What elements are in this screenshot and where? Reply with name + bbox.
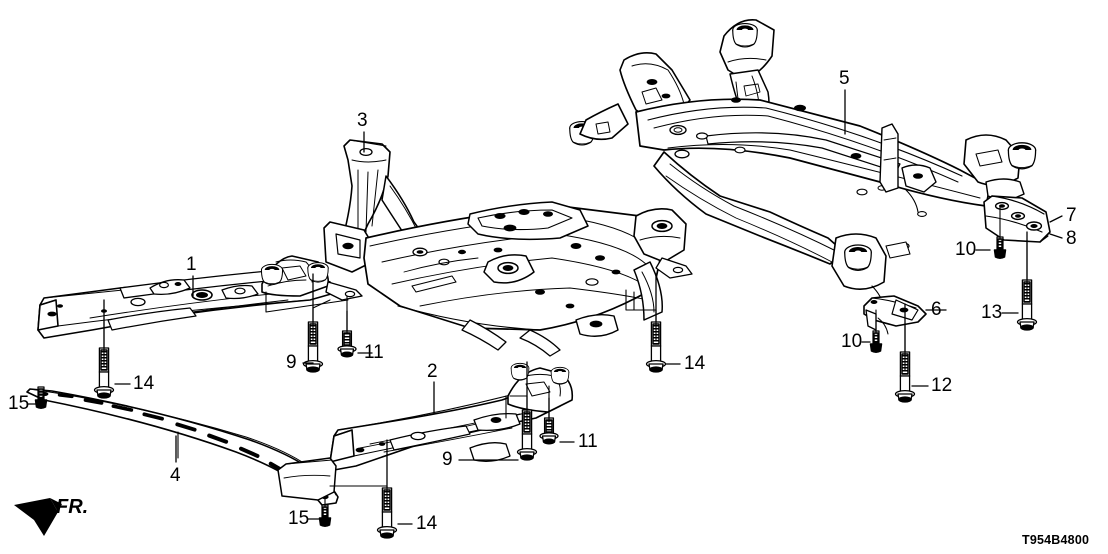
callout-7: 7	[1066, 205, 1077, 226]
callout-13: 13	[981, 302, 1003, 323]
callout-4: 4	[170, 465, 181, 486]
callout-14-subframe-right: 14	[684, 353, 706, 374]
callout-5: 5	[839, 68, 850, 89]
part-rear-subframe	[569, 19, 1037, 309]
callout-10-bracket: 10	[841, 331, 863, 352]
part-mounting-plate	[983, 195, 1051, 243]
front-direction-arrow-icon	[14, 498, 62, 536]
callout-15-rear: 15	[288, 508, 310, 529]
part-bracket-wedge	[863, 295, 927, 335]
callout-11: 11	[364, 342, 384, 363]
callout-15: 15	[8, 393, 30, 414]
callout-2: 2	[427, 361, 438, 382]
callout-14: 14	[133, 373, 155, 394]
callout-3: 3	[357, 110, 368, 131]
part-front-subframe-main	[323, 139, 693, 357]
callout-9: 9	[286, 352, 297, 373]
callout-6: 6	[931, 299, 942, 320]
callout-14-rear-beam: 14	[416, 513, 438, 534]
front-direction-label: FR.	[56, 496, 89, 518]
callout-1: 1	[186, 254, 197, 275]
callout-9-rear: 9	[442, 449, 453, 470]
callout-8: 8	[1066, 228, 1077, 249]
part-front-subframe-lower-crossbeam	[37, 255, 363, 339]
callout-11-rear: 11	[578, 431, 598, 452]
leader-lines	[26, 89, 1063, 525]
callout-12: 12	[931, 375, 953, 396]
callout-10: 10	[955, 239, 977, 260]
diagram-part-number: T954B4800	[1022, 533, 1090, 547]
